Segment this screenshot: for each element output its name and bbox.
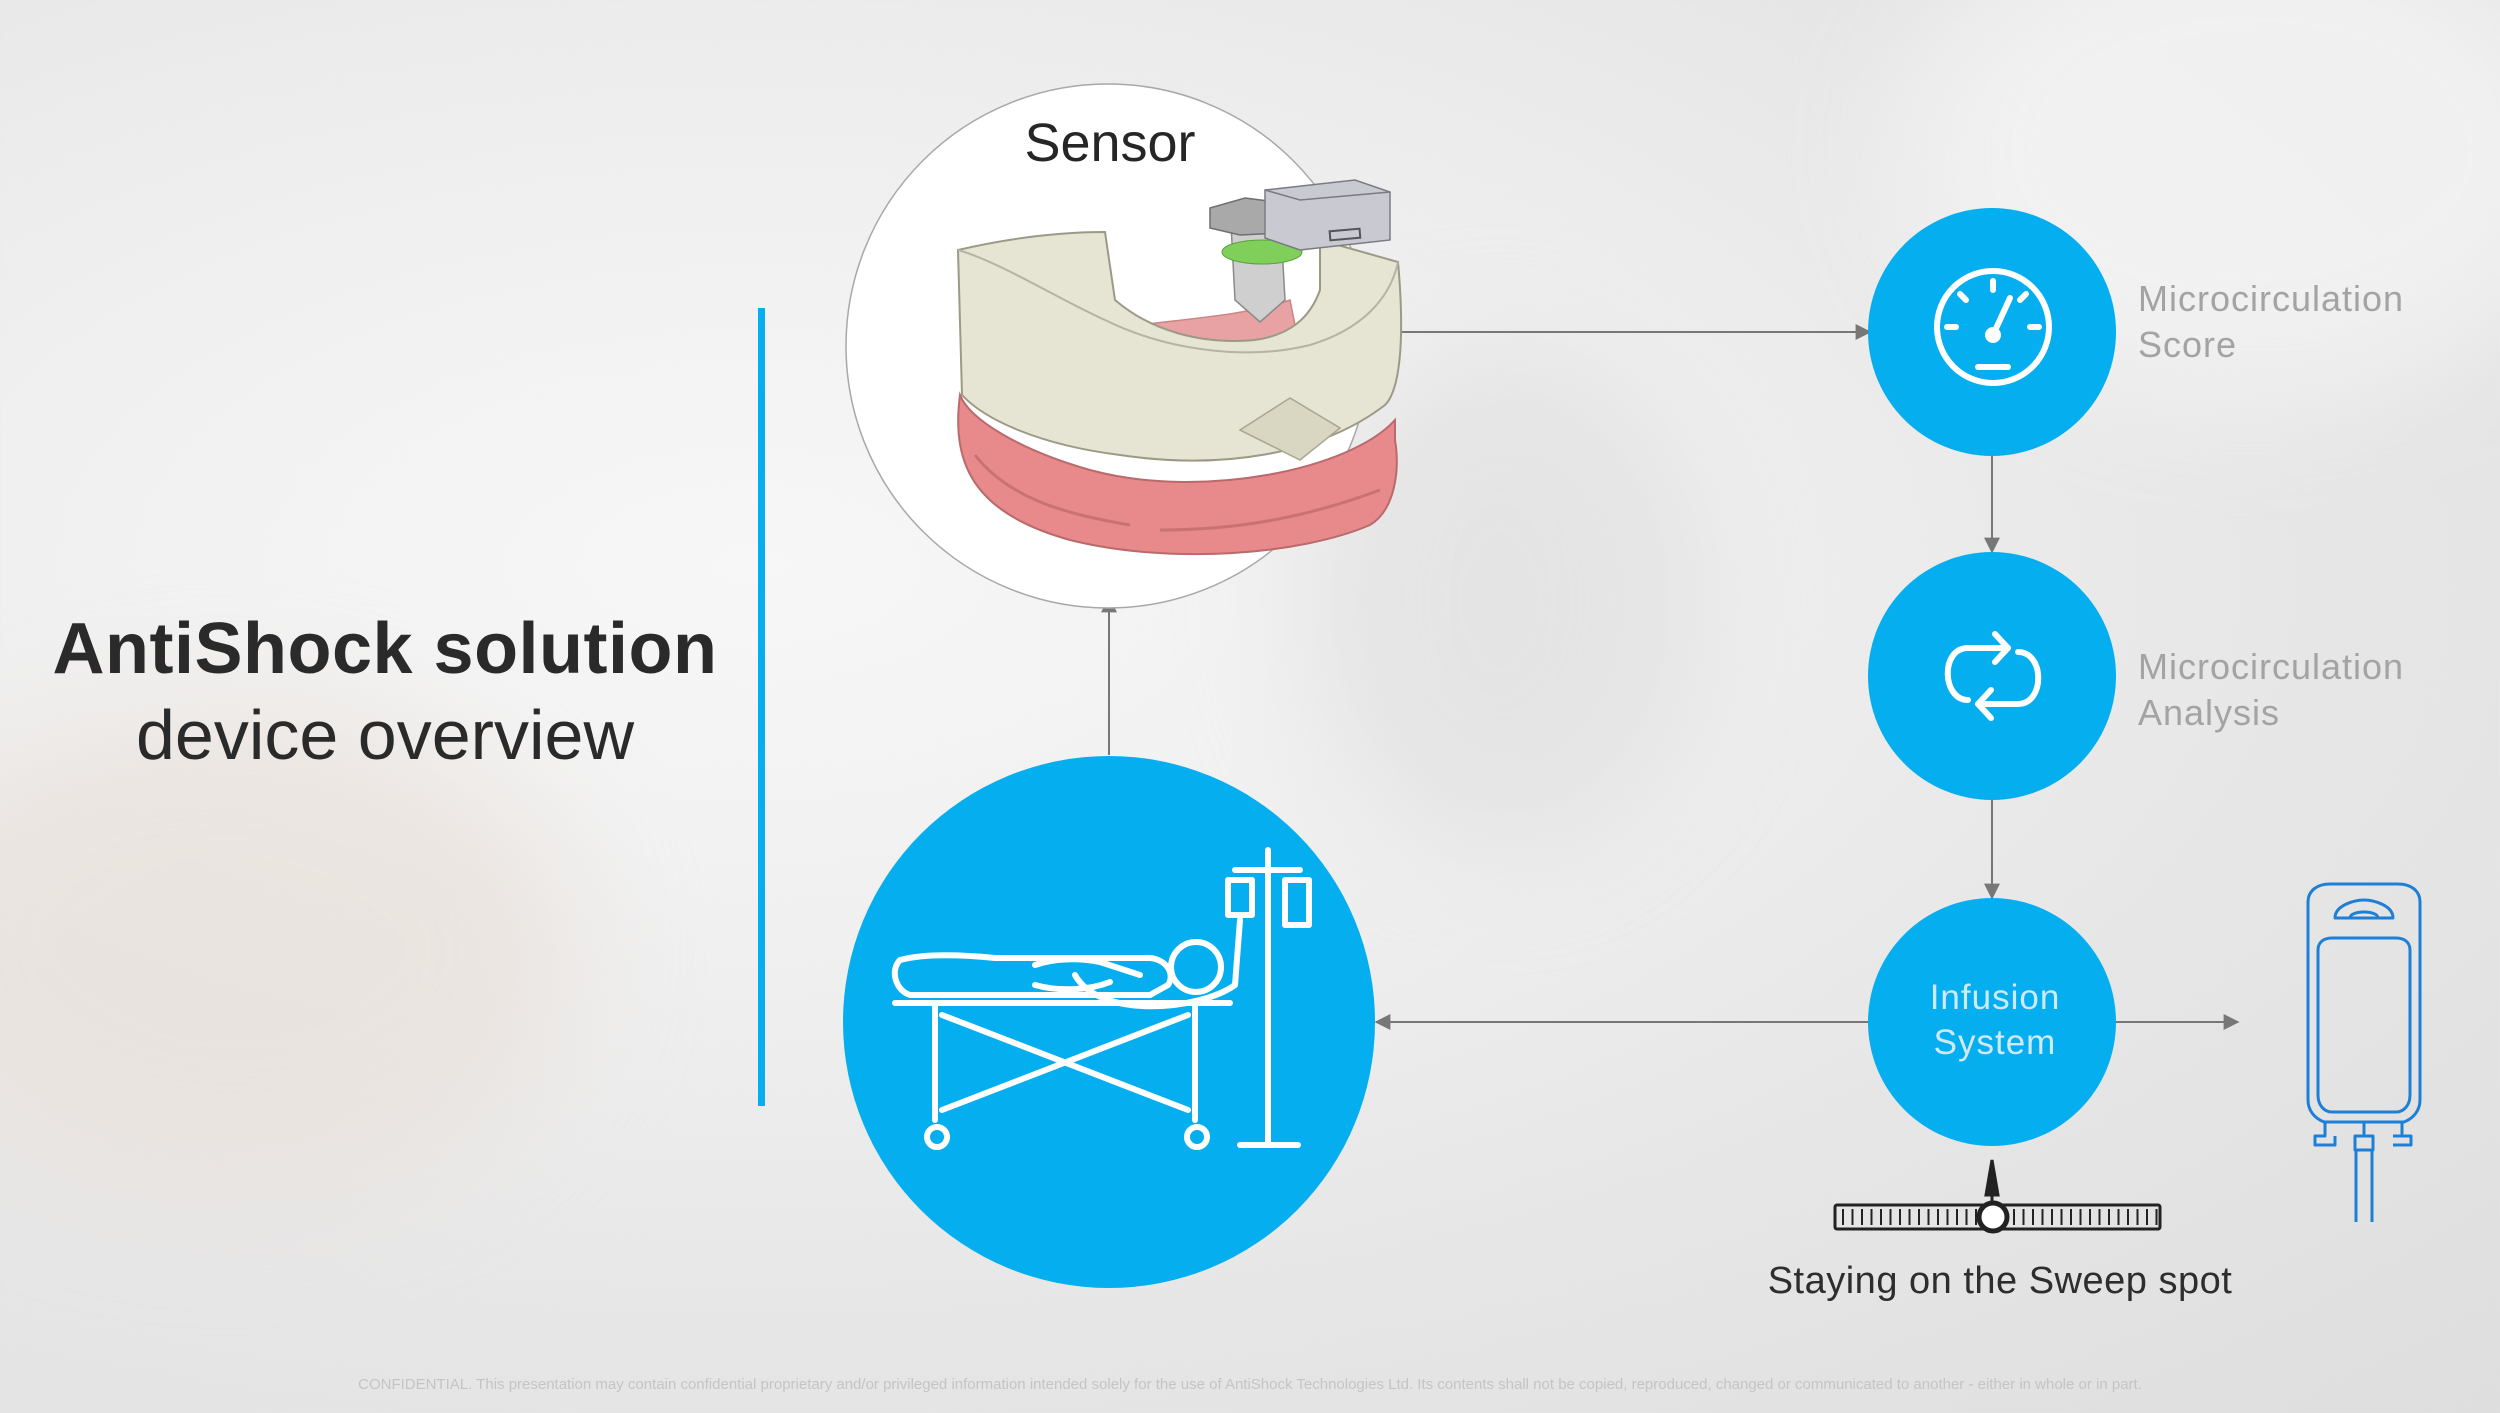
sweet-spot-label: Staying on the Sweep spot — [1767, 1260, 2233, 1302]
analysis-label-line1: Microcirculation — [2138, 646, 2405, 687]
microcirculation-score-node — [1868, 208, 2116, 456]
infusion-label-line2: System — [1933, 1023, 2057, 1062]
speedometer-icon — [1934, 268, 2052, 386]
microcirculation-analysis-node — [1868, 552, 2116, 800]
mouthguard-sensor-illustration — [956, 179, 1403, 556]
confidential-footer: CONFIDENTIAL. This presentation may cont… — [358, 1376, 2142, 1393]
score-label-line2: Score — [2138, 324, 2238, 365]
analysis-label: Microcirculation Analysis — [2138, 644, 2404, 736]
accent-divider — [758, 308, 765, 1106]
cycle-arrows-icon — [1944, 631, 2042, 721]
sensor-node — [845, 83, 1403, 609]
sensor-label: Sensor — [1024, 113, 1196, 173]
infusion-label: Infusion System — [1870, 975, 2120, 1065]
connectors — [1101, 324, 2240, 1030]
infusion-system-node — [1868, 898, 2116, 1146]
score-label-line1: Microcirculation — [2138, 278, 2405, 319]
infusion-label-line1: Infusion — [1929, 978, 2061, 1017]
patient-node — [843, 756, 1375, 1288]
title-main: AntiShock solution — [52, 609, 718, 689]
title-sub: device overview — [136, 696, 634, 774]
iv-bag-icon — [2306, 882, 2422, 1222]
analysis-label-line2: Analysis — [2138, 692, 2281, 733]
slider-gauge-icon — [1833, 1159, 2162, 1234]
score-label: Microcirculation Score — [2138, 276, 2404, 368]
patient-on-bed-with-iv-icon — [891, 847, 1312, 1150]
